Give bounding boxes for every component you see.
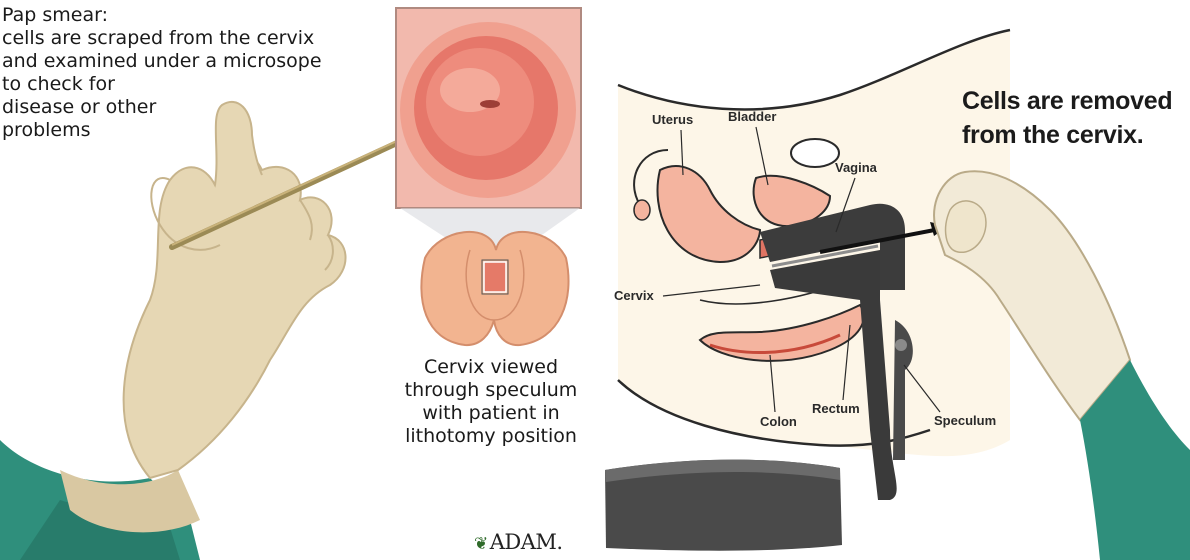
label-uterus: Uterus bbox=[652, 112, 693, 127]
logo-text: ADAM. bbox=[490, 530, 563, 554]
leaf-icon: ❦ bbox=[474, 534, 488, 554]
heading-line: to check for bbox=[2, 73, 322, 96]
heading-line: and examined under a microsope bbox=[2, 50, 322, 73]
heading-line: Pap smear: bbox=[2, 4, 322, 27]
caption-line: Cervix viewed bbox=[388, 356, 594, 379]
caption-line: Cells are removed bbox=[962, 84, 1172, 118]
heading-line: cells are scraped from the cervix bbox=[2, 27, 322, 50]
caption-line: from the cervix. bbox=[962, 118, 1172, 152]
adam-logo: ❦ADAM. bbox=[474, 530, 563, 554]
caption-line: with patient in bbox=[388, 402, 594, 425]
cross-section-caption: Cells are removed from the cervix. bbox=[962, 84, 1172, 152]
inset-caption: Cervix viewed through speculum with pati… bbox=[388, 356, 594, 448]
heading-line: disease or other bbox=[2, 96, 322, 119]
label-vagina: Vagina bbox=[835, 160, 877, 175]
label-speculum: Speculum bbox=[934, 413, 996, 428]
speculum-view-illustration bbox=[421, 232, 568, 345]
heading-line: problems bbox=[2, 119, 322, 142]
caption-line: through speculum bbox=[388, 379, 594, 402]
label-cervix: Cervix bbox=[614, 288, 654, 303]
label-bladder: Bladder bbox=[728, 109, 776, 124]
cervix-closeup-inset bbox=[396, 8, 581, 208]
caption-line: lithotomy position bbox=[388, 425, 594, 448]
pap-smear-description: Pap smear: cells are scraped from the ce… bbox=[2, 4, 322, 142]
anatomical-cross-section bbox=[605, 30, 1010, 551]
label-colon: Colon bbox=[760, 414, 797, 429]
label-rectum: Rectum bbox=[812, 401, 860, 416]
gloved-hand-illustration bbox=[0, 102, 346, 560]
